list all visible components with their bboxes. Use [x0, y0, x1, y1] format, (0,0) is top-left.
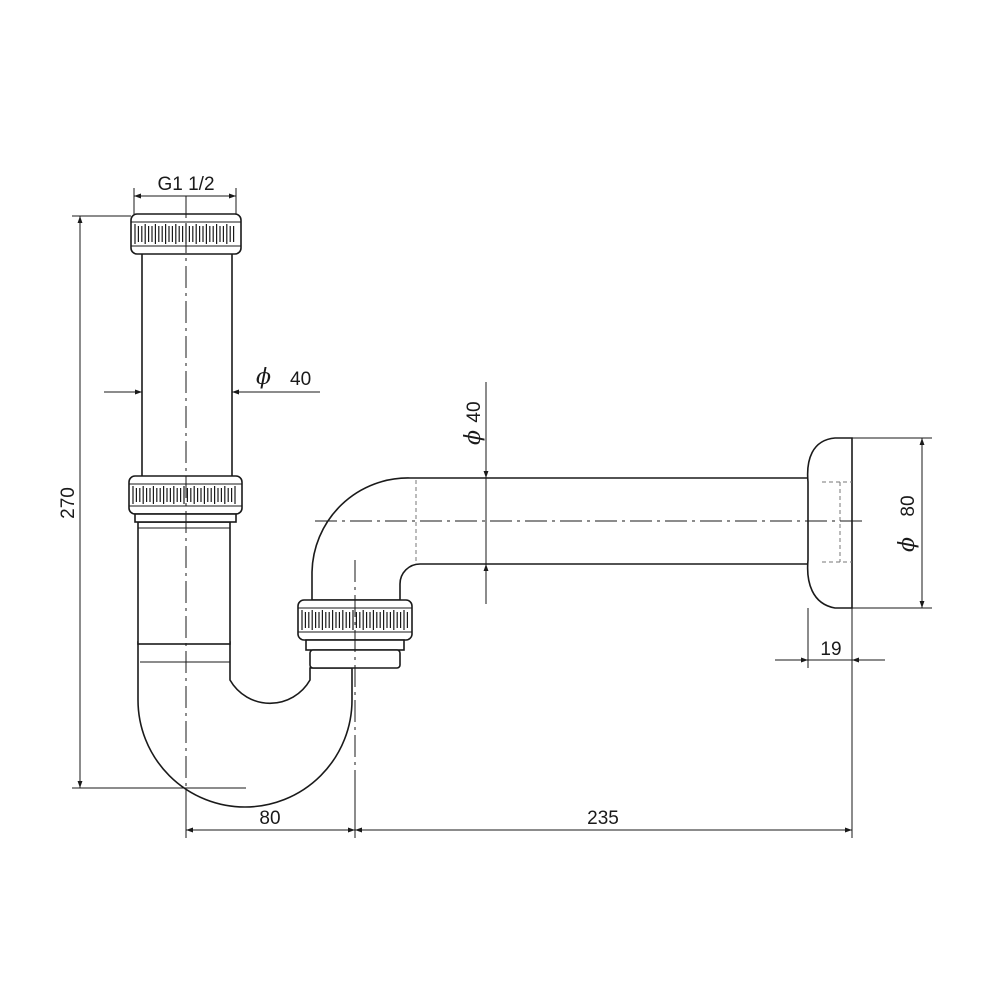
lower-tube	[137, 521, 231, 645]
diameter-symbol-rosette: ϕ	[895, 537, 920, 552]
dim-rosette-depth: 19	[775, 608, 885, 668]
dim-thread-label: G1 1/2	[157, 174, 214, 195]
trap-u-bend	[137, 641, 353, 808]
dim-outlet-diameter: ϕ 40	[461, 382, 489, 604]
dim-total-height: 270	[58, 215, 246, 789]
dim-rosette-diameter: ϕ 80	[852, 437, 932, 609]
dim-tube-diameter: ϕ 40	[104, 365, 320, 395]
dim-total-height-label: 270	[58, 487, 79, 519]
diameter-symbol-outlet: ϕ	[461, 430, 486, 445]
dim-thread-g1-1-2: G1 1/2	[133, 174, 237, 214]
dim-tube-diameter-label: 40	[290, 369, 311, 390]
dim-outlet-diameter-label: 40	[464, 401, 485, 422]
dim-outlet-length-label: 235	[587, 808, 619, 829]
wall-rosette	[806, 437, 853, 609]
dim-rosette-diameter-label: 80	[898, 495, 919, 516]
dim-rosette-depth-label: 19	[820, 639, 841, 660]
dim-bottom: 80 235	[185, 608, 853, 838]
dim-trap-offset-label: 80	[259, 808, 280, 829]
upper-tube	[141, 251, 233, 479]
centerlines	[185, 196, 865, 790]
diameter-symbol-tube: ϕ	[256, 365, 271, 390]
outlet-elbow	[311, 477, 811, 601]
